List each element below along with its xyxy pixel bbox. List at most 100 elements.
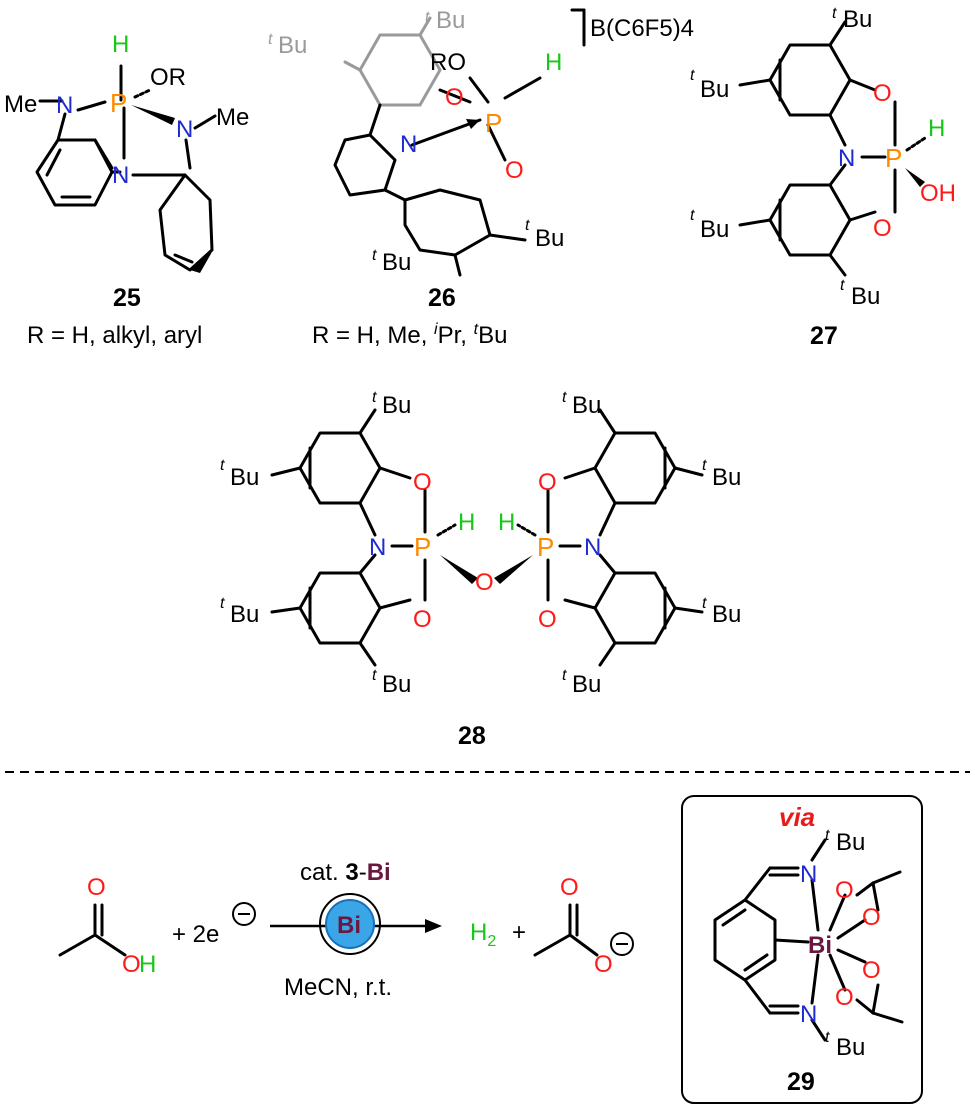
nitrogen-29a: N <box>800 861 817 888</box>
oxygen-28a: O <box>413 469 432 496</box>
caption-26: R = H, Me, iPr, tBu <box>312 321 507 349</box>
nitrogen-28a: N <box>369 534 386 561</box>
plus-sign: + <box>512 919 526 946</box>
hydrogen-25: H <box>112 31 129 58</box>
t-superscript-28b: t <box>220 457 225 474</box>
compound-27: t Bu t Bu O N P H OH O t Bu t Bu 27 <box>690 5 956 350</box>
tbu-27c: Bu <box>700 216 729 243</box>
conditions-label: MeCN, r.t. <box>284 974 392 1001</box>
phosphorus-28b: P <box>537 532 554 562</box>
oxygen-29c: O <box>862 957 881 984</box>
oxygen-29a: O <box>835 877 854 904</box>
electrons-label: + 2e <box>172 921 219 948</box>
hydrogen-26: H <box>545 49 562 76</box>
compound-label-25: 25 <box>113 284 141 312</box>
or-group-25: OR <box>150 64 186 91</box>
catalytic-cycle-ring <box>319 893 381 955</box>
ro-group-26: RO <box>430 49 466 76</box>
t-superscript-28h: t <box>562 667 567 684</box>
tbu-29b: Bu <box>836 1034 865 1061</box>
tbu-28h: Bu <box>572 671 601 698</box>
oxygen-29b: O <box>862 904 881 931</box>
t-superscript-28g: t <box>702 595 707 612</box>
nitrogen-25a: N <box>56 92 73 119</box>
tbu-26b: Bu <box>436 7 465 34</box>
t-superscript-29a: t <box>825 827 830 844</box>
hydroxyl-hydrogen-acid: H <box>139 951 156 978</box>
compound-label-29: 29 <box>787 1068 815 1096</box>
oxygen-29d: O <box>835 984 854 1011</box>
counterion-26: B(C6F5)4 <box>590 15 694 42</box>
t-superscript-27d: t <box>840 277 845 294</box>
caption-25: R = H, alkyl, aryl <box>27 322 202 349</box>
hydroxyl-27: OH <box>920 180 956 207</box>
phosphorus-25: P <box>110 88 127 118</box>
bismuth-catalyst-icon <box>325 899 375 949</box>
hydrogen-27: H <box>928 115 945 142</box>
phosphorus-26: P <box>485 108 502 138</box>
t-superscript-26b: t <box>425 9 430 26</box>
tbu-28g: Bu <box>712 601 741 628</box>
bismuth-catalyst-label: Bi <box>337 912 361 939</box>
oxygen-27a: O <box>873 80 892 107</box>
reaction-scheme: O O H + 2e cat. 3-Bi Bi MeCN, r.t. H2 + … <box>58 859 634 1001</box>
product-hydrogen: H2 <box>470 919 496 950</box>
tbu-28b: Bu <box>230 464 259 491</box>
t-superscript-28e: t <box>562 389 567 406</box>
tbu-26a: Bu <box>278 32 307 59</box>
nitrogen-25b: N <box>176 116 193 143</box>
oxygen-26b: O <box>505 157 524 184</box>
tbu-28c: Bu <box>230 601 259 628</box>
t-superscript-27c: t <box>690 207 695 224</box>
anion-charge-icon <box>610 932 634 956</box>
t-superscript-27b: t <box>690 67 695 84</box>
t-superscript-26a: t <box>268 31 273 48</box>
compound-label-26: 26 <box>428 284 456 312</box>
nitrogen-29b: N <box>800 1001 817 1028</box>
t-superscript-26d: t <box>372 247 377 264</box>
tbu-28f: Bu <box>712 464 741 491</box>
tbu-26d: Bu <box>382 249 411 276</box>
oxygen-27b: O <box>873 215 892 242</box>
catalyst-label: cat. 3-Bi <box>300 859 391 886</box>
hydroxyl-oxygen-acid: O <box>122 951 141 978</box>
intermediate-box <box>681 795 923 1104</box>
tbu-27b: Bu <box>700 76 729 103</box>
oxygen-26a: O <box>445 84 464 111</box>
tbu-27a: Bu <box>843 6 872 33</box>
tbu-26c: Bu <box>535 225 564 252</box>
phosphorus-27: P <box>885 143 902 173</box>
nitrogen-26: N <box>400 131 417 158</box>
t-superscript-28c: t <box>220 595 225 612</box>
compound-29-box: via t Bu N Bi O O O O N t Bu 29 <box>681 795 923 1104</box>
nitrogen-28b: N <box>584 534 601 561</box>
hydrogen-28b: H <box>498 509 515 536</box>
methyl-label-right: Me <box>216 104 249 131</box>
compound-26: t Bu t Bu RO O P H N O t Bu t Bu B(C6F5)… <box>268 7 694 349</box>
tbu-28a: Bu <box>382 392 411 419</box>
hydrogen-28a: H <box>458 509 475 536</box>
bismuth-29: Bi <box>808 932 832 959</box>
t-superscript-28a: t <box>372 389 377 406</box>
tbu-28d: Bu <box>382 671 411 698</box>
tbu-27d: Bu <box>851 283 880 310</box>
compound-label-27: 27 <box>810 322 838 350</box>
bridging-oxygen-28: O <box>475 569 494 596</box>
phosphorus-28a: P <box>414 532 431 562</box>
tbu-28e: Bu <box>572 392 601 419</box>
methyl-label-left: Me <box>4 91 37 118</box>
carbonyl-oxygen-acetate: O <box>560 874 579 901</box>
t-superscript-28d: t <box>372 667 377 684</box>
compound-label-28: 28 <box>458 722 486 750</box>
t-superscript-26c: t <box>525 217 530 234</box>
oxygen-28b: O <box>413 606 432 633</box>
nitrogen-27: N <box>838 145 855 172</box>
oxygen-28c: O <box>538 469 557 496</box>
t-superscript-29b: t <box>825 1029 830 1046</box>
minus-charge-icon <box>232 902 256 926</box>
t-superscript-28f: t <box>702 457 707 474</box>
nitrogen-25c: N <box>112 162 129 189</box>
carbonyl-oxygen-acid: O <box>87 874 106 901</box>
